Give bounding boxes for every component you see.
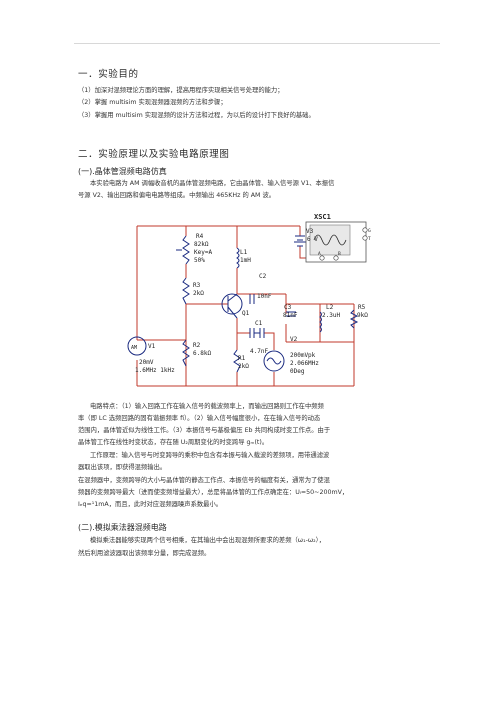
q1-ref: Q1 [242, 310, 250, 317]
r3-ref: R3 [193, 282, 201, 289]
v1-frequencies: 1.6MHz 1kHz [135, 367, 175, 374]
v1-ref: V1 [148, 343, 156, 350]
features-line-1: 电路特点：（1）输入回路工作在输入信号的载波频率上，而输出回路则工作在中频频 [90, 403, 324, 410]
principle-line-5: Iₑq=¹1mA，而且，此时对应混频器噪声系数最小。 [78, 501, 223, 508]
section1-item-1: （1）加深对混频理论方面的理解，提高用程序实现相关信号处理的能力； [78, 87, 284, 94]
c1-value: 4.7nF [250, 348, 268, 355]
r4-ref: R4 [196, 233, 204, 240]
principle-line-4: 频器的变频跨导最大（进而使变频增益最大），总是将晶体管的工作点确定在：Uₗ=50… [78, 489, 349, 496]
principle-line-1: 工作原理：输入信号与时变跨导的乘积中包含有本振与输入载波的差频项，用带通滤波 [90, 452, 330, 459]
r4-value: 82kΩ [194, 241, 209, 248]
c3-ref: C3 [284, 304, 292, 311]
section1-heading: 一．实验目的 [78, 69, 139, 80]
section1-item-2: （2）掌握 multisim 实现混频器混频的方法和步骤； [78, 99, 227, 106]
v3-ref: V3 [306, 228, 314, 235]
v3-value: 6 V [307, 236, 318, 243]
r4-key: Key=A [194, 249, 212, 256]
features-line-3: 范围内，晶体管近似为线性工作。（3）本振信号与基极偏压 Eb 共同构成时变工作点… [78, 427, 331, 434]
v2-ref: V2 [290, 336, 298, 343]
v2-amplitude: 200mVpk [290, 352, 316, 359]
v1-amplitude: 20mV [139, 359, 154, 366]
r1-value: 2kΩ [238, 363, 249, 370]
l2-ref: L2 [326, 304, 334, 311]
r4-percent: 50% [194, 257, 205, 264]
r3-value: 2kΩ [193, 290, 204, 297]
am-label: AM [131, 345, 137, 351]
scope-terminal-b: B [338, 251, 341, 257]
scope-terminal-g: G [368, 228, 371, 234]
principle-line-3: 在混频器中，变频跨导的大小与晶体管的静态工作点、本振信号的幅度有关，通常为了使混 [78, 477, 330, 484]
principle-line-2: 器取出该项，即获得混频输出。 [78, 464, 167, 471]
header-rule [74, 43, 440, 44]
r1-ref: R1 [238, 355, 246, 362]
l1-value: 1mH [240, 257, 251, 264]
features-line-4: 晶体管工作在线性时变状态，存在随 U₂周期变化的时变跨导 gₘ(t)。 [78, 439, 269, 446]
l1-ref: L1 [240, 249, 248, 256]
v2-phase: 0Deg [290, 368, 305, 375]
l2-value: 2.3uH [322, 312, 340, 319]
r5-value: 9kΩ [357, 312, 368, 319]
scope-label: XSC1 [314, 213, 331, 221]
scope-terminal-a: A [318, 251, 321, 257]
section2-heading: 二．实验原理以及实验电路原理图 [78, 149, 230, 160]
v2-frequency: 2.066MHz [290, 360, 319, 367]
sub2-body-line-2: 然后利用滤波器取出该频率分量，即完成混频。 [78, 550, 211, 557]
c2-ref: C2 [259, 273, 267, 280]
r5-ref: R5 [358, 304, 366, 311]
subsection1-title: (一).晶体管混频电路仿真 [78, 167, 167, 176]
scope-terminal-t: T [368, 236, 371, 242]
r2-ref: R2 [193, 342, 201, 349]
sub2-body-line-1: 模拟乘法器能够实现两个信号相乘，在其输出中会出现混频所要求的差频（ω₁-ω₂）， [90, 537, 326, 544]
subsection2-title: (二).模拟乘法器混频电路 [78, 523, 167, 532]
features-line-2: 率（即 LC 选频回路的固有谐振频率 fi）。（2）输入信号幅度很小，在在输入信… [78, 415, 321, 422]
r2-value: 6.8kΩ [193, 350, 211, 357]
section1-item-3: （3）掌握用 multisim 实现混频的设计方法和过程，为以后的设计打下良好的… [78, 112, 315, 119]
intro-line-2: 号源 V2、输出回路和偏电电路等组成。中频输出 465KHz 的 AM 波。 [78, 192, 276, 199]
c3-value: 81nF [283, 312, 298, 319]
intro-line-1: 本实验电路为 AM 调幅收音机的晶体管混频电路，它由晶体管、输入信号源 V1、本… [90, 180, 335, 187]
c2-value: 10nF [257, 293, 272, 300]
c1-ref: C1 [255, 320, 263, 327]
